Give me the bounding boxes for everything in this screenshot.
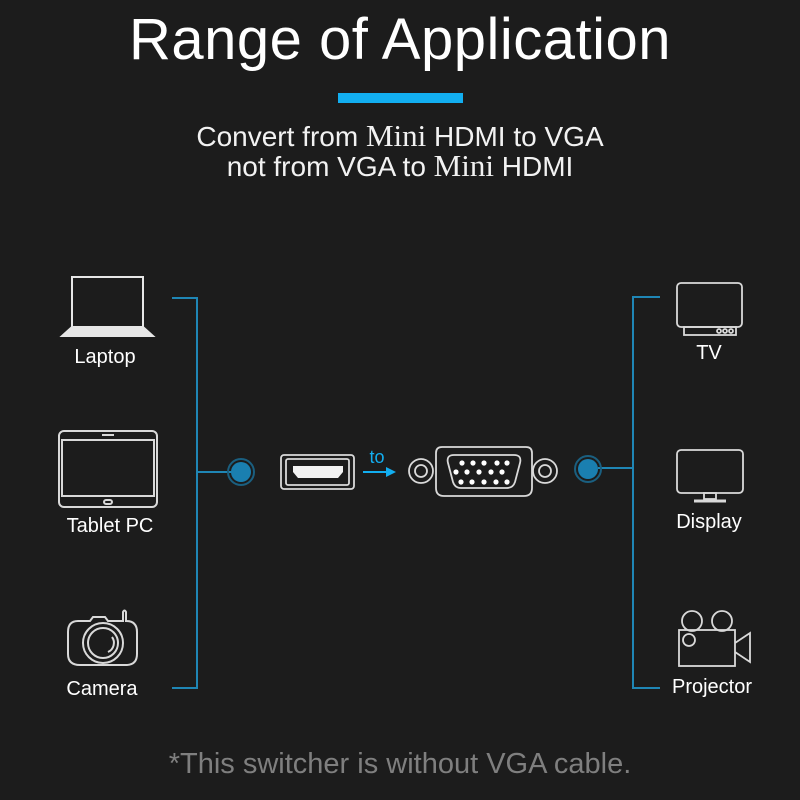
subtitle-line-2: not from VGA to Mini HDMI bbox=[0, 148, 800, 183]
right-bracket-line bbox=[632, 296, 660, 689]
subtitle-text: not from VGA to bbox=[226, 151, 434, 182]
source-label-laptop: Laptop bbox=[74, 346, 136, 368]
subtitle-text: HDMI to VGA bbox=[426, 121, 604, 152]
subtitle-text: Convert from bbox=[196, 121, 366, 152]
left-connector-lines bbox=[172, 297, 232, 689]
source-label-tablet: Tablet PC bbox=[66, 515, 154, 537]
subtitle-text: HDMI bbox=[493, 151, 574, 182]
display-icon bbox=[676, 449, 744, 503]
camera-icon bbox=[67, 609, 138, 666]
mini-hdmi-port-icon bbox=[280, 454, 355, 490]
title-accent-bar bbox=[338, 93, 463, 103]
source-label-camera: Camera bbox=[66, 678, 138, 700]
right-connector-lines bbox=[598, 296, 660, 689]
vga-port-icon bbox=[408, 446, 558, 497]
projector-icon bbox=[678, 610, 751, 667]
subtitle-line-1: Convert from Mini HDMI to VGA bbox=[0, 118, 800, 153]
arrow-label: to bbox=[369, 447, 384, 467]
output-label-projector: Projector bbox=[671, 676, 753, 698]
output-label-tv: TV bbox=[696, 342, 722, 364]
subtitle-mini: Mini bbox=[365, 118, 427, 153]
tv-icon bbox=[676, 282, 743, 336]
left-bracket-line bbox=[172, 297, 198, 689]
output-label-display: Display bbox=[676, 511, 742, 533]
footnote: *This switcher is without VGA cable. bbox=[168, 748, 632, 780]
left-node bbox=[227, 458, 255, 486]
arrow-icon bbox=[363, 467, 396, 477]
page-title: Range of Application bbox=[128, 7, 672, 72]
laptop-icon bbox=[59, 276, 156, 337]
right-node bbox=[574, 455, 602, 483]
tablet-icon bbox=[58, 430, 158, 508]
subtitle-mini: Mini bbox=[433, 148, 494, 183]
